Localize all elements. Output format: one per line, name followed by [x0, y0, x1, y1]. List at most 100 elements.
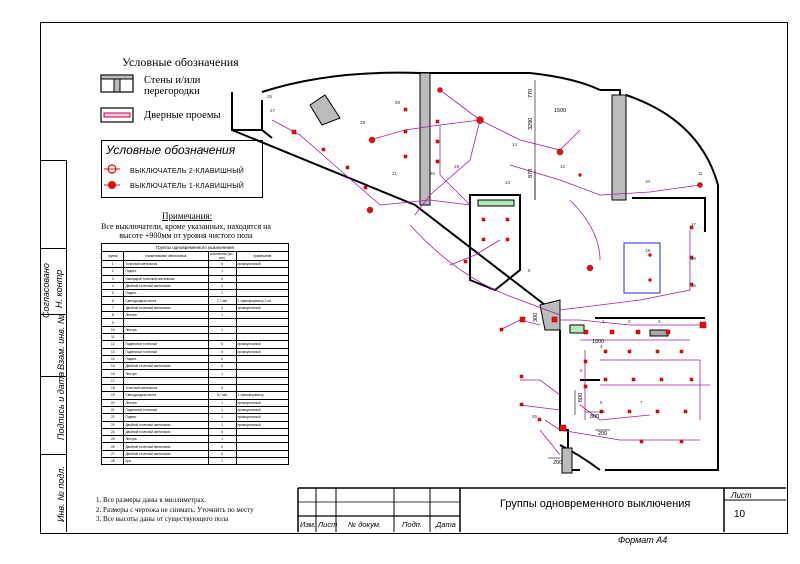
- table-cell: 24: [100, 427, 125, 437]
- footnote-1: 1. Все размеры даны в миллиметрах.: [96, 496, 206, 504]
- table-cell: Двойной точечный светильник: [123, 442, 209, 451]
- table-cell: 25: [100, 435, 125, 444]
- table-cell: 13: [100, 347, 125, 356]
- dimension-label: 1500: [554, 108, 566, 114]
- legend-title: Условные обозначения: [122, 55, 239, 69]
- table-cell: Люстра: [123, 325, 209, 334]
- plan-label: 14: [512, 142, 518, 147]
- table-cell: [235, 325, 290, 334]
- table-cell: 3: [100, 274, 125, 283]
- table-cell: Подвесные точечный: [123, 340, 209, 349]
- plan-label: 6: [600, 400, 603, 405]
- table-cell: [235, 332, 290, 342]
- table-cell: 22: [100, 413, 125, 422]
- plan-label: 3: [658, 319, 661, 324]
- table-cell: [235, 318, 290, 327]
- plan-label: 1: [602, 319, 605, 324]
- table-cell: [235, 369, 290, 378]
- plan-label: 8: [528, 268, 531, 273]
- plan-label: 13: [505, 180, 511, 185]
- table-cell: Люстра: [123, 398, 209, 407]
- plan-label: 19: [454, 164, 460, 169]
- table-cell: Точечный светильник: [123, 384, 209, 393]
- table-cell: [235, 435, 290, 444]
- table-cell: 26: [100, 442, 125, 451]
- legend-doors-label: Дверные проемы: [144, 110, 221, 121]
- table-cell: 23: [100, 420, 125, 429]
- plan-label: 16: [691, 256, 697, 261]
- tb-col-sign: Подп.: [402, 520, 422, 529]
- drawing-title: Группы одновременного выключения: [500, 498, 691, 510]
- dimension-label: 300: [533, 313, 539, 322]
- table-cell: [235, 267, 290, 276]
- table-cell: прямоугольный: [235, 413, 290, 422]
- table-cell: Подвес: [123, 354, 209, 364]
- table-cell: [235, 456, 290, 466]
- table-cell: 15: [100, 362, 125, 371]
- table-cell: [235, 427, 290, 437]
- plan-label: 11: [698, 171, 703, 176]
- switch-legend: Условные обозначения ВЫКЛЮЧАТЕЛЬ 2-КЛАВИ…: [101, 140, 263, 198]
- table-cell: [235, 281, 290, 291]
- table-cell: 21: [100, 405, 125, 415]
- switch-2key-label: ВЫКЛЮЧАТЕЛЬ 2-КЛАВИШНЫЙ: [130, 168, 245, 175]
- switch-2key-icon: [104, 164, 120, 174]
- switch-1key-icon: [104, 181, 120, 189]
- table-cell: Подвесные точечный: [123, 347, 209, 356]
- side-stamp: [40, 160, 67, 532]
- table-cell: 17: [100, 376, 125, 386]
- table-cell: [235, 311, 290, 320]
- dimension-label: 770: [528, 89, 534, 98]
- footnote-3: 3. Все высоты даны от существующего пола: [96, 515, 229, 523]
- tb-col-change: Изм.: [300, 520, 316, 529]
- table-cell: прямоугольный: [235, 398, 290, 407]
- table-cell: Двойной точечный светильник: [123, 362, 209, 371]
- table-cell: [235, 354, 290, 364]
- table-cell: [235, 384, 290, 393]
- table-cell: 1: [100, 259, 125, 269]
- table-cell: Двойной точечный светильник: [123, 281, 209, 291]
- switch-legend-title: Условные обозначения: [106, 143, 236, 157]
- table-cell: 1 трансформатор: [235, 391, 290, 400]
- table-cell: Двойной точечный светильник: [123, 427, 209, 437]
- wiring: [271, 89, 710, 456]
- table-cell: 12: [100, 340, 125, 349]
- table-cell: прямоугольный: [235, 303, 290, 313]
- table-cell: 7: [100, 303, 125, 313]
- table-cell: Накладной точечный светильник: [123, 274, 209, 283]
- walls: [231, 71, 719, 471]
- dimensions: [534, 80, 610, 459]
- legend-walls-label: Стены и/или перегородки: [144, 75, 201, 97]
- plan-label: 27: [270, 108, 276, 113]
- notes-text: Все выключатели, кроме указанных, находя…: [101, 222, 271, 240]
- table-cell: [235, 449, 290, 459]
- table-cell: [235, 362, 290, 371]
- plan-label: 21: [392, 171, 398, 176]
- table-cell: 16: [100, 369, 125, 378]
- table-cell: 6: [100, 296, 125, 305]
- groups-table: Группы одновременного выключения группа …: [100, 243, 290, 466]
- tb-col-sheet: Лист: [318, 520, 338, 529]
- table-cell: 28: [100, 456, 125, 466]
- table-cell: Подвес: [123, 413, 209, 422]
- table-cell: Светодиодная лента: [123, 391, 209, 400]
- dimension-label: 200: [553, 460, 562, 466]
- dimension-label: 800: [590, 414, 599, 420]
- table-cell: Двойной точечный светильник: [123, 303, 209, 313]
- plan-label: 28: [395, 100, 401, 105]
- table-cell: Люстра: [123, 369, 209, 378]
- table-cell: прямоугольный: [235, 340, 290, 349]
- table-row: 11: [100, 332, 290, 342]
